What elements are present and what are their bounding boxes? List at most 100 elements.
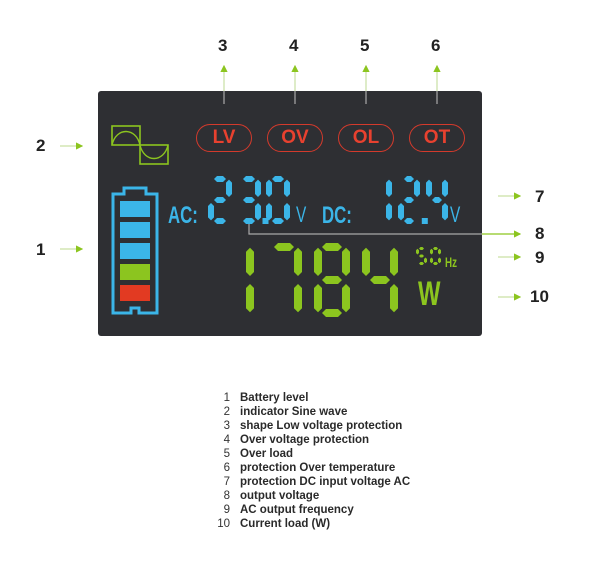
- segment: [426, 179, 432, 197]
- segment: [419, 254, 424, 258]
- callout-7: 7: [535, 187, 545, 206]
- callout-8: 8: [535, 224, 545, 243]
- battery-icon: [111, 186, 159, 315]
- segment: [272, 176, 284, 182]
- segment: [433, 262, 438, 265]
- segment: [322, 276, 342, 284]
- dc-unit: V: [450, 202, 461, 227]
- legend-text: shape Low voltage protection: [240, 420, 403, 432]
- battery-bar: [120, 201, 150, 217]
- segment: [442, 179, 448, 197]
- segment: [294, 284, 302, 313]
- segment: [404, 197, 414, 203]
- callout-4: 4: [289, 36, 299, 55]
- callout-5: 5: [360, 36, 370, 55]
- segment: [342, 284, 350, 313]
- segment: [243, 218, 255, 224]
- segment: [390, 247, 398, 276]
- legend-item: 8 output voltage: [210, 489, 410, 503]
- segment: [214, 218, 226, 224]
- callout-9: 9: [535, 248, 545, 267]
- segment: [266, 203, 272, 221]
- callout-1: 1: [36, 240, 46, 259]
- legend-item: 2 indicator Sine wave: [210, 405, 410, 419]
- segment: [386, 179, 392, 197]
- ac-unit: V: [296, 202, 307, 227]
- frequency-unit: Hz: [445, 254, 457, 270]
- segment: [419, 262, 424, 265]
- load-value: [246, 243, 398, 317]
- segment: [246, 284, 254, 313]
- segment: [294, 247, 302, 276]
- legend-number: 1: [223, 392, 230, 404]
- callout-6: 6: [431, 36, 441, 55]
- segment: [430, 248, 433, 255]
- segment: [284, 179, 290, 197]
- segment: [424, 257, 427, 264]
- segment: [284, 203, 290, 221]
- segment: [246, 247, 254, 276]
- badge-low-voltage: LV: [196, 124, 252, 152]
- battery-bar: [120, 222, 150, 238]
- segment: [442, 203, 448, 221]
- segment: [272, 218, 284, 224]
- badge-over-voltage: OV: [267, 124, 323, 152]
- sine-wave-icon: [111, 125, 169, 165]
- segment: [414, 179, 420, 197]
- legend-text: Battery level: [240, 392, 309, 404]
- segment: [243, 176, 255, 182]
- segment: [255, 179, 261, 197]
- legend-number: 6: [223, 462, 230, 474]
- legend-text: Over load: [240, 448, 294, 460]
- legend-number: 2: [223, 406, 230, 418]
- legend-text: Over voltage protection: [240, 434, 370, 446]
- segment: [214, 197, 226, 203]
- legend-text: output voltage: [240, 490, 320, 502]
- dc-voltage-value: [386, 176, 448, 224]
- legend-text: protection Over temperature: [240, 462, 396, 474]
- segment: [416, 248, 419, 255]
- battery-bar: [120, 264, 150, 280]
- segment: [419, 247, 424, 250]
- legend-number: 10: [217, 518, 230, 530]
- legend-item: 3 shape Low voltage protection: [210, 419, 410, 433]
- segment: [314, 284, 322, 313]
- battery-bar: [120, 243, 150, 259]
- segment: [430, 257, 433, 264]
- segment: [438, 248, 441, 255]
- legend-number: 8: [223, 490, 230, 502]
- segment: [274, 243, 294, 251]
- legend-number: 5: [223, 448, 230, 460]
- legend-number: 7: [223, 476, 230, 488]
- segment: [433, 247, 438, 250]
- battery-bar: [120, 285, 150, 301]
- segment: [342, 247, 350, 276]
- segment: [438, 257, 441, 264]
- segment: [255, 203, 261, 221]
- ac-voltage-value: [208, 176, 290, 224]
- segment: [226, 179, 232, 197]
- segment: [390, 284, 398, 313]
- segment: [370, 276, 390, 284]
- legend-text: indicator Sine wave: [240, 406, 348, 418]
- segment: [208, 203, 214, 221]
- frequency-value: [416, 247, 441, 265]
- segment: [243, 197, 255, 203]
- segment: [214, 176, 226, 182]
- segment: [322, 243, 342, 251]
- callout-10: 10: [530, 287, 549, 306]
- legend-list: 1 Battery level 2 indicator Sine wave 3 shape…: [210, 391, 410, 531]
- segment: [432, 197, 442, 203]
- segment: [314, 247, 322, 276]
- legend-item: 7 protection DC input voltage AC: [210, 475, 411, 489]
- segment: [266, 179, 272, 197]
- legend-text: protection DC input voltage AC: [240, 476, 411, 488]
- legend-number: 3: [223, 420, 230, 432]
- dc-label: DC:: [322, 202, 352, 229]
- load-unit: W: [418, 275, 441, 313]
- legend-item: 1 Battery level: [210, 391, 410, 405]
- badge-over-load: OL: [338, 124, 394, 152]
- segment: [398, 203, 404, 221]
